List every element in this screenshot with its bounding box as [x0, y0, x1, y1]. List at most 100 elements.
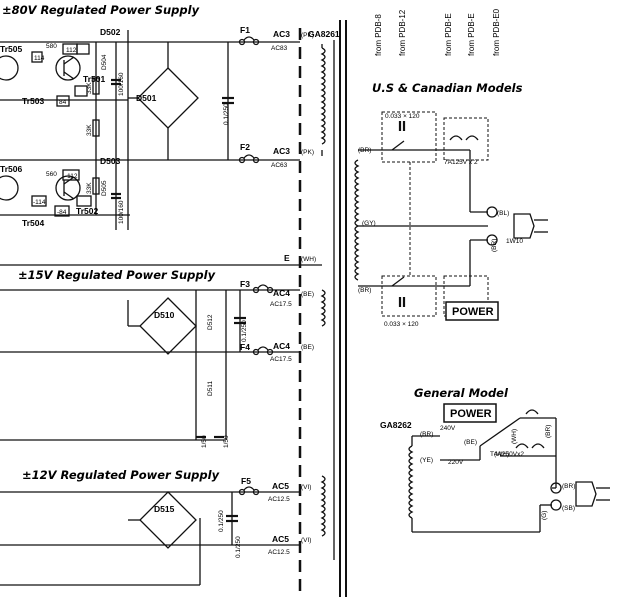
power-label-us: POWER [452, 306, 494, 318]
fuse-f3: F3 [240, 279, 250, 289]
ac3-bottom-color: (PK) [301, 149, 314, 156]
ac5-bottom-sub: AC12.5 [268, 549, 290, 556]
cap-c1: 0.1/250 [223, 103, 230, 125]
power-switch-us[interactable] [445, 301, 499, 321]
diode-d515: D515 [154, 504, 175, 514]
diode-d511: D511 [207, 381, 214, 396]
node-112: 112 [66, 47, 77, 54]
ac5-top-sub: AC12.5 [268, 496, 290, 503]
us-cap-top: 0.033 × 120 [385, 113, 420, 120]
ac4-top-sub: AC17.5 [270, 301, 292, 308]
transistor-tr505: Tr505 [0, 44, 22, 54]
cap-c7: 1/50 [201, 435, 208, 448]
rail-15v [0, 284, 300, 441]
transformer-main-label: GA8261 [308, 29, 340, 39]
rail-12v [0, 486, 300, 586]
us-fuse: 7A125V x 2 [444, 159, 478, 166]
earth-e: E [284, 253, 290, 263]
fuse-f2: F2 [240, 142, 250, 152]
fuse-group-80v [238, 36, 260, 164]
power-switch-general[interactable] [443, 403, 497, 423]
transformer-general-label: GA8262 [380, 420, 412, 430]
ac5-bottom-color: (VI) [301, 537, 311, 544]
resistor-33k-c: 33K [86, 182, 93, 194]
plug-general-label: (G) [541, 511, 548, 520]
cap-c5: 100/160 [118, 72, 125, 96]
transistor-tr501: Tr501 [83, 74, 105, 84]
voltage-240: 240V [440, 425, 456, 432]
title-12v: ±12V Regulated Power Supply [22, 468, 220, 482]
transistor-tr502: Tr502 [76, 206, 98, 216]
diode-d503: D503 [100, 156, 121, 166]
ac4-bottom: AC4 [273, 341, 290, 351]
wire-wh: (WH) [511, 429, 518, 444]
fuse-f4: F4 [240, 342, 250, 352]
diode-d505: D505 [101, 180, 108, 196]
rail-80v [0, 30, 300, 230]
title-15v: ±15V Regulated Power Supply [18, 268, 216, 282]
cap-c4: 0.1/250 [235, 536, 242, 558]
diode-d501: D501 [136, 93, 157, 103]
wire-bl: (BL) [497, 210, 509, 217]
from-label-3: from PDB-E [444, 13, 453, 56]
transistor-tr503: Tr503 [22, 96, 44, 106]
diode-d504: D504 [101, 54, 108, 70]
node-minus-112: -112 [65, 173, 78, 180]
general-fuse: T4A250Vx2 [490, 451, 524, 458]
ac3-bottom: AC3 [273, 146, 290, 156]
node-114: 114 [34, 55, 45, 62]
fuse-f1: F1 [240, 25, 250, 35]
wire-g-br3: (BR) [562, 483, 575, 490]
wire-g-br1: (BR) [420, 431, 433, 438]
transistor-block-top [0, 43, 90, 107]
from-label-2: from PDB-12 [398, 9, 407, 56]
ac4-top: AC4 [273, 288, 290, 298]
resistor-33k-a: 33K [86, 82, 93, 94]
transistor-tr506: Tr506 [0, 164, 22, 174]
title-general: General Model [414, 386, 509, 400]
power-label-general: POWER [450, 408, 492, 420]
ac3-top: AC3 [273, 29, 290, 39]
transistor-tr504: Tr504 [22, 218, 44, 228]
ac5-bottom: AC5 [272, 534, 289, 544]
ac5-top: AC5 [272, 481, 289, 491]
wire-gy: (GY) [362, 220, 376, 227]
node-560: 560 [46, 171, 57, 178]
cap-c3: 0.1/250 [218, 510, 225, 532]
primary-general [408, 409, 610, 533]
diode-d512: D512 [207, 314, 214, 330]
node-minus-84: -84 [57, 209, 67, 216]
from-label-4: from PDB-E [467, 13, 476, 56]
earth-color: (WH) [301, 256, 316, 263]
fuse-f5: F5 [241, 476, 251, 486]
voltage-220: 220V [448, 459, 464, 466]
wire-sb: (SB) [562, 505, 575, 512]
transistor-block-bottom [0, 169, 92, 217]
resistor-33k-b: 33K [86, 124, 93, 136]
cap-c2: 0.1/250 [241, 320, 248, 342]
wire-g-br2: (BR) [545, 425, 552, 438]
wire-br2: (BR) [358, 287, 371, 294]
wire-ye: (YE) [420, 457, 433, 464]
ac3-top-sub: AC83 [271, 45, 288, 52]
cap-c8: 1/50 [223, 435, 230, 448]
wire-be: (BE) [464, 439, 477, 446]
wire-br3: (BR) [491, 239, 498, 252]
diode-d502: D502 [100, 27, 121, 37]
wire-br1: (BR) [358, 147, 371, 154]
from-label-5: from PDB-E0 [492, 8, 501, 56]
node-minus-114: -114 [33, 199, 46, 206]
transformer-main-secondary [320, 40, 335, 560]
ac4-bottom-color: (BE) [301, 344, 314, 351]
primary-us [354, 111, 548, 317]
wire-wh-g: (WH) [494, 451, 509, 458]
ac4-top-color: (BE) [301, 291, 314, 298]
node-580: 580 [46, 43, 57, 50]
ac3-bottom-sub: AC63 [271, 162, 288, 169]
ac4-bottom-sub: AC17.5 [270, 356, 292, 363]
plug-us-label: 1W10 [506, 238, 523, 245]
from-labels: from PDB-8 from PDB-12 from PDB-E from P… [374, 8, 501, 56]
ac3-top-color: (PK) [301, 32, 314, 39]
diode-d510: D510 [154, 310, 175, 320]
